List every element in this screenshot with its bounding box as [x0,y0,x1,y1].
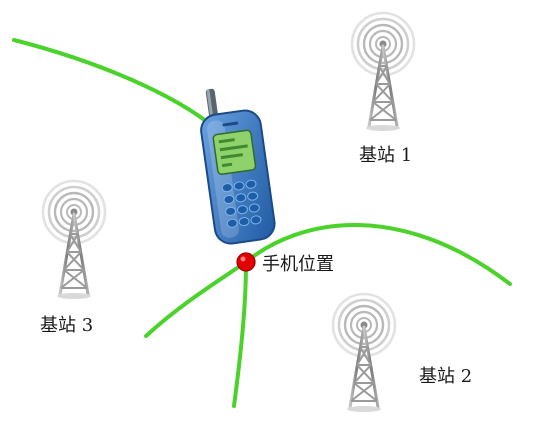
cell-tower-icon [350,11,416,133]
station-2-label: 基站 2 [419,366,473,387]
station-1-label: 基站 1 [359,145,413,166]
curve-station-3 [12,38,217,130]
curve-station-2 [232,260,248,408]
phone-position-dot [236,252,256,272]
curve-station-3-lower [144,260,248,338]
cell-tower-icon [41,179,107,301]
distance-curves [12,38,512,408]
station-3-label: 基站 3 [40,315,94,336]
cell-tower-icon [331,292,397,414]
mobile-phone-icon [200,88,276,245]
phone-position-label: 手机位置 [262,254,334,275]
curve-station-1 [244,223,512,286]
